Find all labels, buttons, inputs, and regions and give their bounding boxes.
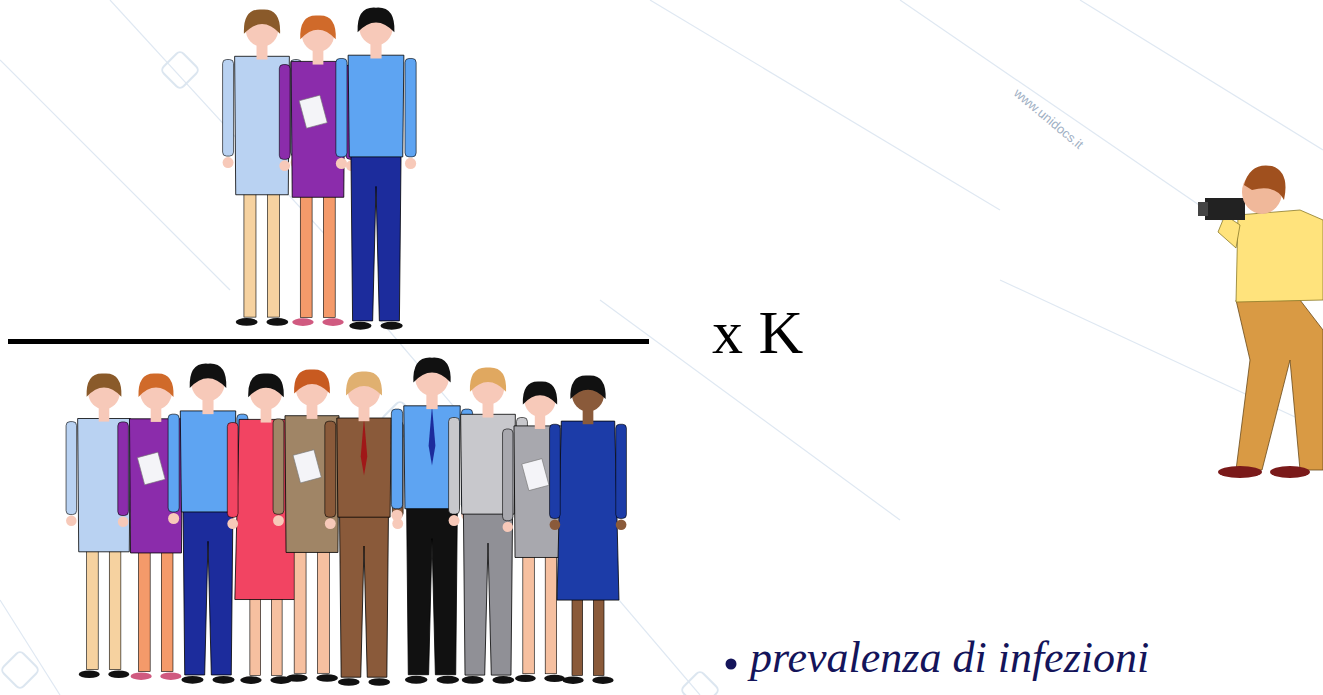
watermark-logo (160, 50, 200, 90)
person-figure (223, 10, 302, 326)
watermark-logos (0, 50, 720, 695)
people-clipart (66, 8, 626, 686)
watermark-text: www.unidocs.it (1011, 86, 1086, 152)
bullet-text-wrap: prevalenza di infezioni (750, 634, 1149, 682)
photographer-clipart (1198, 165, 1323, 478)
watermark-text-wrap: www.unidocs.it (1011, 86, 1086, 152)
person-figure (168, 364, 248, 684)
watermark-line (380, 320, 700, 695)
formula-multiplier-wrap: x K (712, 298, 803, 366)
watermark-logo (680, 670, 720, 695)
bullet-text: prevalenza di infezioni (750, 634, 1149, 682)
bullet-dot (726, 659, 737, 670)
watermark-logo (0, 650, 40, 690)
person-figure (325, 372, 403, 686)
watermark-line (0, 600, 60, 695)
person-figure (279, 15, 356, 325)
person-figure (391, 358, 472, 684)
person-figure (550, 375, 627, 683)
person-figure (273, 369, 351, 681)
formula-multiplier: x K (712, 298, 803, 366)
watermark-line (0, 60, 230, 290)
person-figure (336, 8, 416, 330)
fraction-line (8, 339, 649, 344)
watermark-line (650, 0, 1000, 210)
watermark-line (1080, 0, 1323, 150)
